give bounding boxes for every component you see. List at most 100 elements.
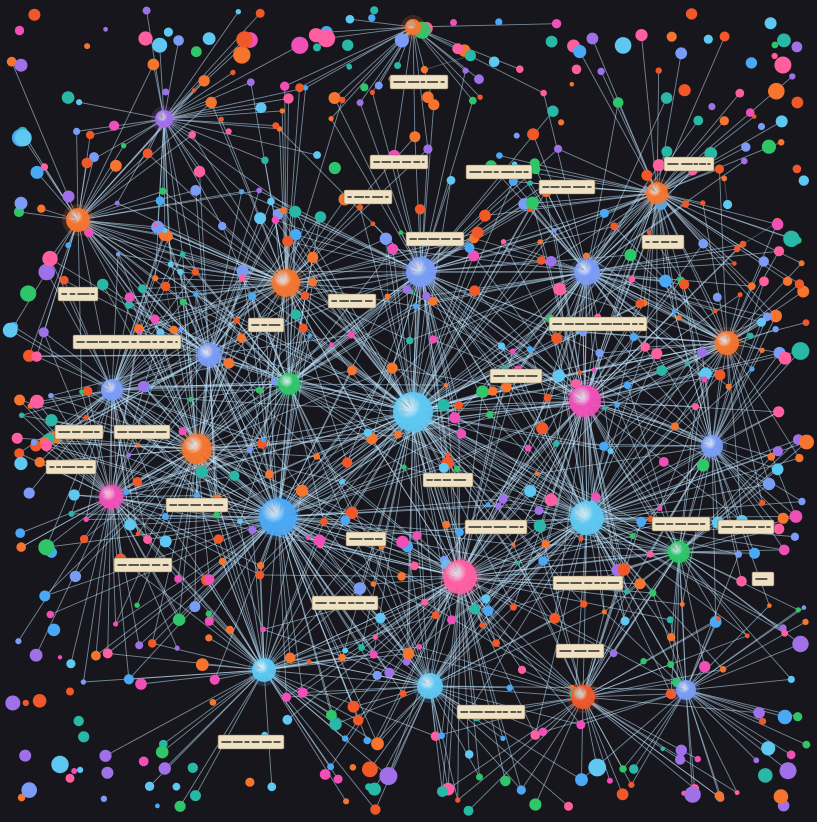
edge <box>678 483 770 553</box>
small-node <box>619 765 627 773</box>
small-node <box>356 204 364 211</box>
edge <box>377 685 431 745</box>
edge <box>275 219 422 273</box>
small-node <box>372 670 382 681</box>
small-node <box>479 209 491 222</box>
small-node <box>61 91 75 104</box>
edge <box>161 669 265 753</box>
hub-node <box>571 685 595 709</box>
small-node <box>23 487 35 499</box>
small-node <box>486 410 494 419</box>
small-node <box>101 766 114 779</box>
hub-node <box>393 392 433 432</box>
small-node <box>485 502 491 508</box>
edge <box>116 118 165 204</box>
edge <box>277 295 306 518</box>
edge <box>586 160 745 273</box>
small-node <box>414 204 426 215</box>
edge <box>263 519 346 671</box>
edge <box>538 510 680 553</box>
edge <box>163 118 276 127</box>
edge <box>711 374 721 447</box>
small-node <box>469 285 480 297</box>
small-node <box>530 730 541 740</box>
small-node <box>737 292 743 298</box>
small-node <box>629 764 639 774</box>
small-node <box>126 452 132 458</box>
label-box <box>369 154 429 170</box>
small-node <box>271 216 280 224</box>
edge <box>457 696 584 801</box>
edge <box>263 669 331 768</box>
edge <box>263 636 376 671</box>
small-node <box>14 129 32 147</box>
small-node <box>402 657 411 666</box>
edge <box>711 352 780 447</box>
small-node <box>386 362 398 374</box>
edge <box>263 282 287 441</box>
small-node <box>538 727 548 737</box>
edge <box>538 400 586 511</box>
small-node <box>558 119 565 126</box>
small-node <box>115 252 121 257</box>
edge <box>537 473 680 553</box>
edge <box>670 551 680 694</box>
edge <box>263 516 279 671</box>
edge <box>429 611 605 687</box>
edge <box>459 369 519 578</box>
small-node <box>79 389 85 395</box>
edge <box>457 468 588 519</box>
edge <box>110 439 264 498</box>
edge <box>36 356 113 391</box>
edge <box>586 517 748 637</box>
small-node <box>601 609 607 615</box>
hub-node <box>668 541 690 563</box>
edge <box>597 316 713 447</box>
small-node <box>137 380 149 392</box>
small-node <box>791 96 804 109</box>
edge <box>429 560 544 687</box>
small-node <box>68 510 75 517</box>
small-node <box>772 446 784 457</box>
edge <box>468 696 584 811</box>
edge <box>656 192 792 240</box>
small-node <box>51 755 69 774</box>
edge <box>344 576 461 739</box>
edge <box>287 241 290 385</box>
small-node <box>96 278 109 291</box>
edge <box>627 342 728 386</box>
edge <box>685 605 770 691</box>
small-node <box>81 157 93 169</box>
edge <box>110 430 183 498</box>
small-node <box>659 274 672 288</box>
edge <box>154 224 287 284</box>
label-box <box>113 557 173 573</box>
small-node <box>431 611 440 620</box>
hub-node <box>443 560 477 594</box>
small-node <box>721 175 728 182</box>
small-node <box>338 653 347 662</box>
edge <box>527 271 588 449</box>
edge <box>406 546 431 687</box>
small-node <box>595 348 604 358</box>
small-node <box>437 398 450 412</box>
edge <box>83 669 265 683</box>
small-node <box>646 230 652 235</box>
edge <box>429 685 480 778</box>
small-node <box>343 798 350 805</box>
small-node <box>795 453 804 463</box>
edge <box>86 118 165 164</box>
edge <box>532 134 588 273</box>
edge <box>137 448 198 535</box>
edge <box>152 642 265 671</box>
small-node-layer <box>2 6 814 816</box>
edge <box>385 238 414 413</box>
edge <box>216 514 265 671</box>
edge <box>196 448 343 483</box>
small-node <box>732 261 737 266</box>
edge <box>539 525 680 553</box>
small-node <box>205 96 217 109</box>
edge <box>147 153 287 284</box>
edge <box>275 219 414 413</box>
label-box <box>538 179 596 195</box>
